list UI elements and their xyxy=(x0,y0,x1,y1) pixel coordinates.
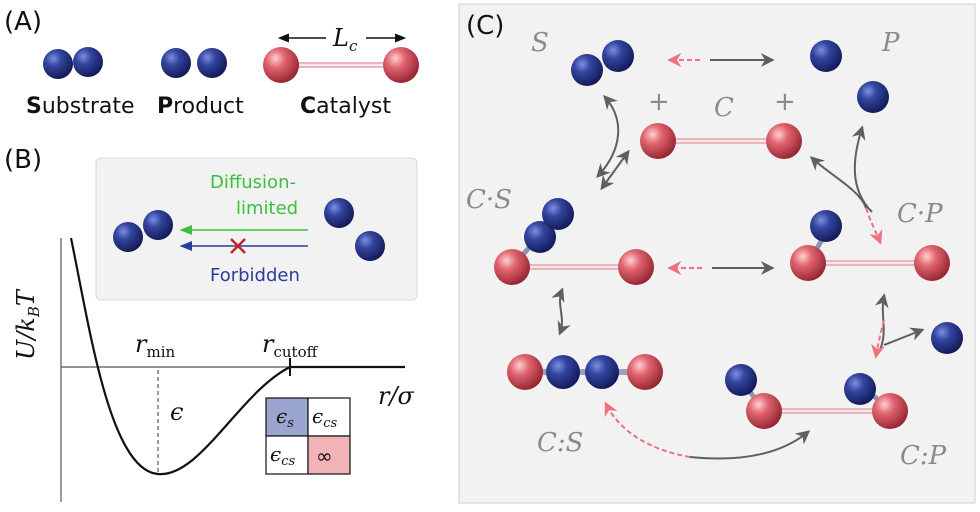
cell-infinity-text: ∞ xyxy=(316,444,333,468)
arrow-cp-pink-down xyxy=(871,319,885,359)
arrow-to-released-product xyxy=(883,327,925,346)
inset-forbidden-text: Forbidden xyxy=(210,265,300,286)
epsilon-label: ϵ xyxy=(170,398,183,426)
interaction-inset xyxy=(95,157,418,301)
inset-substrate xyxy=(113,210,173,252)
inset-diffusion-text-1: Diffusion- xyxy=(210,172,296,193)
state-label-cs-bound: C·S xyxy=(466,185,512,215)
state-label-cs-complex: C:S xyxy=(537,428,583,458)
substrate-label: Substrate xyxy=(26,94,135,119)
cell-infinity xyxy=(307,435,351,475)
arrow-c-to-cs xyxy=(600,149,630,191)
catalyst-molecule xyxy=(263,47,419,83)
panel-c: (C) S P C + + C·S C·P C:S C:P xyxy=(458,3,976,504)
catalyst-product-bound xyxy=(790,210,950,281)
catalyst-product-complex xyxy=(725,364,908,429)
plus-left: + xyxy=(648,87,670,117)
lc-label: Lc xyxy=(332,24,358,55)
arrow-bottom-reverse xyxy=(604,401,691,458)
cell-eps-cs-top-text: ϵcs xyxy=(312,404,337,431)
plus-right: + xyxy=(774,87,796,117)
free-product xyxy=(810,40,889,113)
panel-a-label: (A) xyxy=(4,7,42,37)
potential-curve xyxy=(69,237,405,476)
x-axis-label: r/σ xyxy=(378,382,415,410)
catalyst-label: Catalyst xyxy=(300,94,391,119)
state-label-cp-bound: C·P xyxy=(897,199,943,229)
y-axis-label: U/kBT xyxy=(12,288,43,360)
free-catalyst xyxy=(640,123,802,159)
panel-c-label: (C) xyxy=(466,11,504,41)
cell-eps-s-text: ϵs xyxy=(276,404,294,431)
inset-product xyxy=(324,198,385,261)
rmin-label: rmin xyxy=(135,330,176,361)
inset-diffusion-text-2: limited xyxy=(236,198,298,219)
substrate-molecule xyxy=(43,47,103,79)
released-product xyxy=(931,322,963,354)
product-label: Product xyxy=(157,94,244,119)
catalyst-substrate-bound xyxy=(494,198,654,285)
panel-b: (B) Diffusion- limited Forbidden U/kBT r… xyxy=(4,145,418,502)
cell-eps-cs-top xyxy=(307,397,351,437)
rcutoff-label: rcutoff xyxy=(262,330,319,361)
panel-b-label: (B) xyxy=(4,145,42,175)
arrow-c-to-cp-pink xyxy=(865,207,883,245)
panel-a: (A) Substrate Product Lc Catalyst xyxy=(4,7,419,119)
catalyst-substrate-complex xyxy=(507,354,663,390)
state-label-cp-complex: C:P xyxy=(900,441,947,471)
lc-label-bg xyxy=(326,26,366,50)
forbidden-cross-icon xyxy=(230,238,246,254)
arrow-cp-to-p xyxy=(851,125,873,213)
state-label-p: P xyxy=(881,28,900,58)
free-substrate xyxy=(571,40,634,86)
arrow-bottom-forward xyxy=(689,430,811,460)
product-molecule xyxy=(161,48,227,78)
state-label-c: C xyxy=(714,93,734,123)
cell-eps-cs-bottom-text: ϵcs xyxy=(270,442,295,469)
interaction-table: ϵs ϵcs ϵcs ∞ xyxy=(265,397,351,475)
arrow-cs-bound-to-complex xyxy=(551,287,571,336)
state-label-s: S xyxy=(531,28,549,58)
